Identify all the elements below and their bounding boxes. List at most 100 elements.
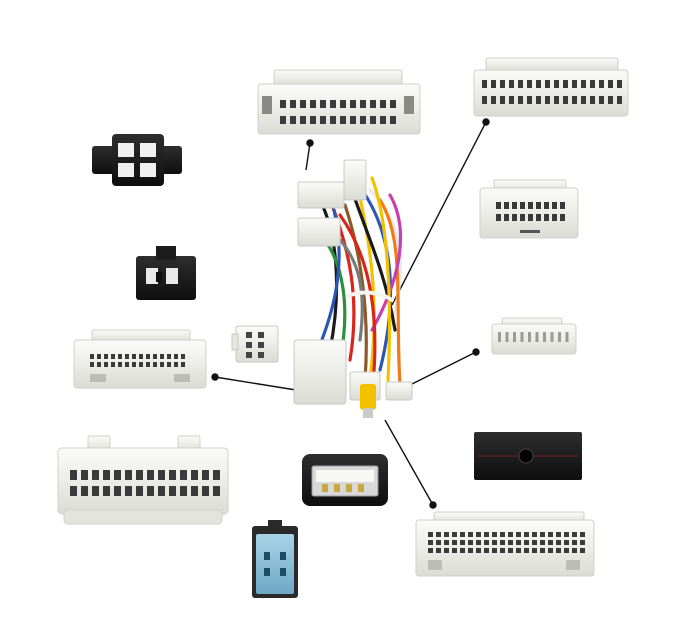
light-blue-connector xyxy=(252,520,298,598)
wire xyxy=(343,203,368,382)
pin-hole xyxy=(572,96,577,104)
wire xyxy=(350,188,397,332)
pin-hole xyxy=(360,100,366,108)
white-connector-small-six-pin xyxy=(231,325,279,363)
pin-hole xyxy=(556,548,561,553)
pin-hole xyxy=(90,362,94,367)
pin-hole xyxy=(550,332,554,342)
pin-hole xyxy=(158,470,165,480)
pin-hole xyxy=(350,100,356,108)
pointer-lines xyxy=(211,118,490,509)
pin-hole xyxy=(608,96,613,104)
pin-hole xyxy=(92,486,99,496)
pin-hole xyxy=(167,354,171,359)
pin-hole xyxy=(280,116,286,124)
pin-hole xyxy=(460,532,465,537)
pin-hole xyxy=(380,116,386,124)
pin-hole xyxy=(380,100,386,108)
pin-hole xyxy=(563,96,568,104)
pin-hole xyxy=(548,548,553,553)
pin-hole xyxy=(444,548,449,553)
pin-hole xyxy=(512,214,517,221)
pin-hole xyxy=(476,532,481,537)
pin-hole xyxy=(563,80,568,88)
pin-hole xyxy=(428,540,433,545)
pin-hole xyxy=(92,470,99,480)
pin-hole xyxy=(340,116,346,124)
pin-hole xyxy=(500,540,505,545)
pin-hole xyxy=(300,100,306,108)
pin-hole xyxy=(191,486,198,496)
pin-hole xyxy=(476,540,481,545)
pin-hole xyxy=(104,354,108,359)
pin-hole xyxy=(103,470,110,480)
pin-hole xyxy=(174,354,178,359)
pin-hole xyxy=(504,214,509,221)
pin-hole xyxy=(97,362,101,367)
pin-hole xyxy=(590,80,595,88)
white-connector-top-center xyxy=(257,69,421,135)
pin-hole xyxy=(540,548,545,553)
pin-hole xyxy=(370,100,376,108)
pin-hole xyxy=(181,354,185,359)
wire xyxy=(378,198,402,387)
pin-hole xyxy=(452,532,457,537)
pin-hole xyxy=(97,354,101,359)
pin-hole xyxy=(565,332,569,342)
pin-hole xyxy=(167,362,171,367)
pin-hole xyxy=(528,214,533,221)
pin-hole xyxy=(564,548,569,553)
pin-hole xyxy=(476,548,481,553)
wire xyxy=(354,178,376,382)
pin-hole xyxy=(498,332,501,342)
pin-hole xyxy=(532,540,537,545)
white-connector-left-bottom xyxy=(57,435,229,525)
pin-hole xyxy=(330,116,336,124)
pin-hole xyxy=(552,202,557,209)
white-connector-left-middle xyxy=(73,329,207,389)
pin-hole xyxy=(484,532,489,537)
pin-hole xyxy=(460,540,465,545)
pin-hole xyxy=(180,470,187,480)
pin-hole xyxy=(350,116,356,124)
pin-hole xyxy=(572,548,577,553)
pin-hole xyxy=(554,96,559,104)
pin-hole xyxy=(599,80,604,88)
pin-hole xyxy=(548,540,553,545)
pin-hole xyxy=(436,540,441,545)
pin-hole xyxy=(132,354,136,359)
pin-hole xyxy=(452,548,457,553)
white-connector-right-small xyxy=(491,317,577,355)
pin-hole xyxy=(70,470,77,480)
white-connector-top-right xyxy=(473,57,629,117)
pin-hole xyxy=(280,100,286,108)
pin-hole xyxy=(528,202,533,209)
pin-hole xyxy=(543,332,546,342)
pin-hole xyxy=(540,532,545,537)
pin-hole xyxy=(545,96,550,104)
pin-hole xyxy=(390,116,396,124)
pin-hole xyxy=(516,532,521,537)
white-connector-right-bottom xyxy=(415,511,595,577)
pin-hole xyxy=(560,214,565,221)
pin-hole xyxy=(520,214,525,221)
pin-hole xyxy=(118,362,122,367)
pin-hole xyxy=(599,96,604,104)
pin-hole xyxy=(518,96,523,104)
pin-hole xyxy=(81,470,88,480)
pin-hole xyxy=(436,532,441,537)
pin-hole xyxy=(191,470,198,480)
black-module-right xyxy=(474,432,582,480)
pin-hole xyxy=(213,486,220,496)
pin-hole xyxy=(492,540,497,545)
pin-hole xyxy=(330,100,336,108)
pin-hole xyxy=(114,470,121,480)
pin-hole xyxy=(111,354,115,359)
pin-hole xyxy=(118,354,122,359)
pin-hole xyxy=(340,100,346,108)
pin-hole xyxy=(180,486,187,496)
pin-hole xyxy=(213,470,220,480)
pin-hole xyxy=(428,532,433,537)
